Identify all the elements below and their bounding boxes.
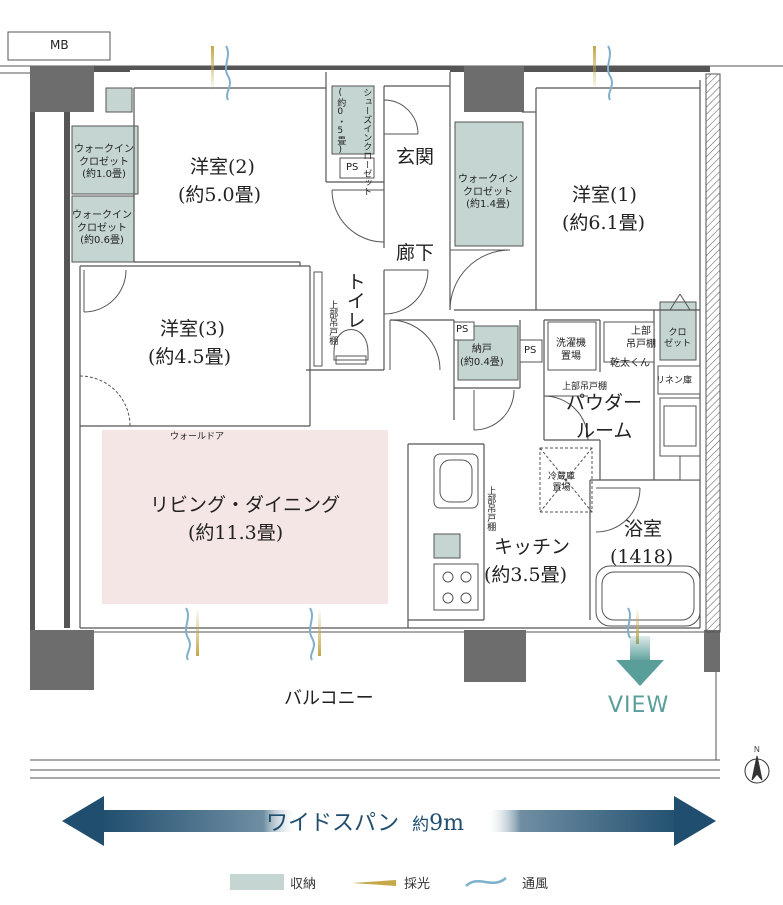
nando-line2: (約0.4畳) — [460, 356, 504, 368]
wic-c-line2: クロゼット — [463, 186, 513, 198]
hallway-label: 廊下 — [396, 242, 435, 264]
widespan-value: 9m — [429, 811, 464, 836]
powder-room-line1: パウダー — [566, 392, 643, 414]
wic-c-label: ウォークイン クロゼット (約1.4畳) — [458, 174, 518, 212]
upper-cab-line1: 上部 — [631, 326, 651, 337]
kitchen-name: キッチン — [494, 536, 571, 558]
entrance-label: 玄関 — [396, 146, 435, 168]
compass-icon: N — [744, 745, 770, 784]
widespan-arrow — [62, 796, 716, 846]
widespan-label: ワイドスパン 約9m — [266, 810, 464, 838]
legend-light-icon — [352, 880, 396, 886]
living-area-fill — [102, 430, 388, 604]
doors — [79, 99, 691, 533]
washer-line2: 置場 — [561, 350, 581, 362]
wic-a-label: ウォークイン クロゼット (約1.0畳) — [74, 144, 134, 182]
living-size: (約11.3畳) — [188, 522, 284, 544]
svg-text:N: N — [754, 745, 760, 754]
widespan-text: ワイドスパン — [266, 811, 400, 836]
western1-name: 洋室(1) — [572, 184, 637, 206]
bath-size: (1418) — [610, 546, 674, 568]
legend-swatches — [230, 874, 507, 890]
mb-label: MB — [50, 38, 69, 52]
living-name: リビング・ダイニング — [150, 494, 341, 516]
western2-size: (約5.0畳) — [178, 184, 262, 206]
wic-b-line1: ウォークイン — [72, 210, 132, 221]
ps-label-1: PS — [346, 162, 359, 173]
kitchen-size: (約3.5畳) — [484, 564, 568, 586]
shoes-wic-label: シューズインクローゼット — [361, 88, 372, 196]
legend-storage-label: 収納 — [290, 877, 317, 892]
light-rays — [196, 46, 639, 656]
columns — [30, 66, 720, 690]
ps-boxes — [339, 157, 543, 363]
wic-c-line1: ウォークイン — [458, 174, 518, 185]
balcony-label: バルコニー — [284, 688, 374, 709]
fridge-line2: 置場 — [552, 483, 571, 494]
legend-storage-swatch — [230, 874, 284, 890]
washer-label: 洗濯機 置場 — [556, 338, 586, 363]
view-arrow — [616, 636, 664, 686]
view-label: VIEW — [608, 693, 670, 718]
upper-cab-line2: 吊戸棚 — [626, 338, 656, 350]
western3-size: (約4.5畳) — [148, 346, 232, 368]
western3-name: 洋室(3) — [160, 318, 225, 340]
wic-b-line3: (約0.6畳) — [80, 235, 124, 246]
kitchen-cab-label: 上部吊戸棚 — [485, 486, 496, 531]
closet-line2: ゼット — [664, 339, 692, 350]
wic-a-line2: クロゼット — [79, 156, 129, 168]
balcony-windows — [30, 631, 720, 779]
washer-area — [547, 321, 701, 481]
closet-label: クロ ゼット — [664, 328, 691, 351]
wall-door-label: ウォールドア — [170, 432, 225, 442]
dryer-label: 乾太くん — [610, 358, 650, 369]
toilet-fixture — [313, 271, 369, 367]
kitchen-fixtures — [433, 453, 479, 611]
upper-cab-long-label: 上部吊戸棚 — [562, 382, 608, 392]
wic-a-line3: (約1.0畳) — [82, 169, 126, 180]
wind-marks — [185, 45, 631, 661]
shoes-wic-size: (約0・5畳) — [335, 88, 346, 155]
fridge-space — [539, 447, 593, 513]
right-hatched-wall — [705, 73, 721, 633]
mb-box — [7, 31, 111, 61]
legend-light-label: 採光 — [404, 877, 431, 892]
legend-wind-icon — [465, 876, 507, 887]
storage-areas — [71, 85, 697, 559]
washer-line1: 洗濯機 — [556, 338, 586, 349]
wic-c-line3: (約1.4畳) — [466, 199, 510, 210]
western2-name: 洋室(2) — [190, 156, 255, 178]
toilet-label: トイレ — [343, 272, 366, 329]
ps-label-3: PS — [524, 345, 537, 356]
toilet-cab-label: 上部吊戸棚 — [327, 300, 338, 345]
wic-b-label: ウォークイン クロゼット (約0.6畳) — [72, 210, 132, 248]
wic-a-line1: ウォークイン — [74, 144, 134, 155]
widespan-approx: 約 — [412, 815, 430, 835]
fridge-line1: 冷蔵庫 — [548, 472, 576, 482]
bath-name: 浴室 — [624, 518, 663, 540]
bathtub — [595, 565, 701, 627]
upper-cab-label: 上部 吊戸棚 — [626, 326, 656, 351]
nando-line1: 納戸 — [471, 344, 492, 355]
fridge-label: 冷蔵庫 置場 — [548, 472, 575, 495]
closet-line1: クロ — [668, 328, 687, 338]
ps-label-2: PS — [456, 324, 469, 335]
western1-size: (約6.1畳) — [562, 212, 646, 234]
powder-room-line2: ルーム — [576, 420, 633, 442]
nando-label: 納戸 (約0.4畳) — [460, 344, 504, 369]
legend-wind-label: 通風 — [522, 877, 549, 892]
linen-label: リネン庫 — [656, 376, 693, 386]
wic-b-line2: クロゼット — [77, 222, 127, 234]
